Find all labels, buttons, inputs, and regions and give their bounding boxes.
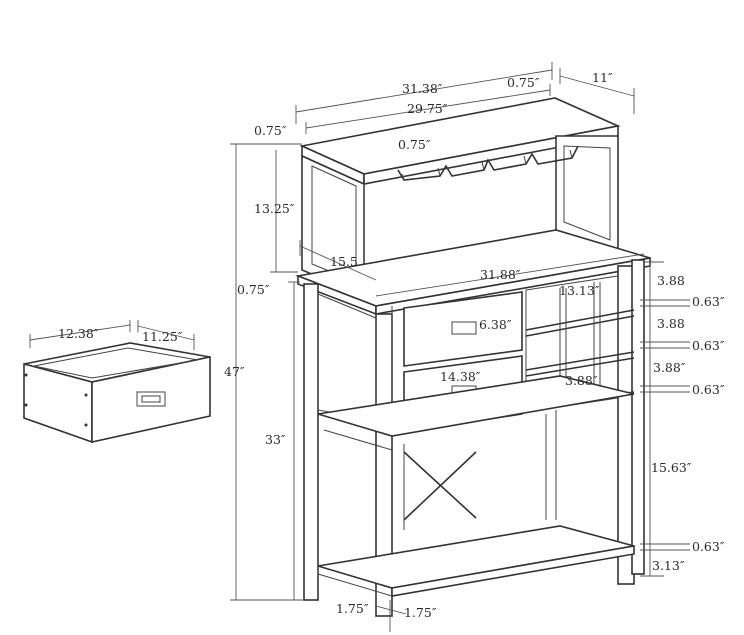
label-bottom-clear: 3.13″ <box>652 558 685 573</box>
label-gap-3: 0.63″ <box>692 382 725 397</box>
label-gap-2: 0.63″ <box>692 338 725 353</box>
drawer-handle-icon <box>451 321 477 335</box>
label-cubby-cell: 3.88″ <box>565 373 598 388</box>
label-drawer-height: 6.38″ <box>479 317 512 332</box>
label-gap-1: 0.63″ <box>692 294 725 309</box>
label-leg-left: 1.75″ <box>336 601 369 616</box>
label-cubby-h2: 3.88 <box>657 316 685 331</box>
bar-cabinet-illustration <box>295 97 651 617</box>
label-gap-4: 0.63″ <box>692 539 725 554</box>
label-cubby-width: 13.13″ <box>559 283 600 298</box>
label-hutch-height: 13.25″ <box>254 201 295 216</box>
label-lower-height: 33″ <box>265 432 286 447</box>
label-depth: 11″ <box>592 70 613 85</box>
label-cubby-h1: 3.88 <box>657 273 685 288</box>
label-drawer-box-depth: 11.25″ <box>142 329 183 344</box>
drawer-box-illustration <box>23 320 211 444</box>
label-drawer-box-width: 12.38″ <box>58 326 99 341</box>
label-top-inset: 0.75″ <box>507 75 540 90</box>
label-side-thickness-top: 0.75″ <box>254 123 287 138</box>
label-inner-width: 29.75″ <box>407 101 448 116</box>
label-drawer-width: 14.38″ <box>440 369 481 384</box>
dimension-lines <box>230 62 690 632</box>
label-shelf-thickness: 0.75″ <box>237 282 270 297</box>
label-top-width: 31.38″ <box>402 81 443 96</box>
drawer-handle-icon <box>136 391 166 407</box>
label-leg-right: 1.75″ <box>404 605 437 620</box>
dimension-labels: 31.38″ 0.75″ 11″ 29.75″ 0.75″ 0.75″ 13.2… <box>58 70 725 620</box>
label-total-height: 47″ <box>224 364 245 379</box>
label-cubby-h3: 3.88″ <box>653 360 686 375</box>
label-open-height: 15.63″ <box>651 460 692 475</box>
label-counter-width: 31.88″ <box>480 267 521 282</box>
label-glass-rack-gap: 0.75″ <box>398 137 431 152</box>
label-hutch-depth: 15.5 <box>330 254 358 269</box>
